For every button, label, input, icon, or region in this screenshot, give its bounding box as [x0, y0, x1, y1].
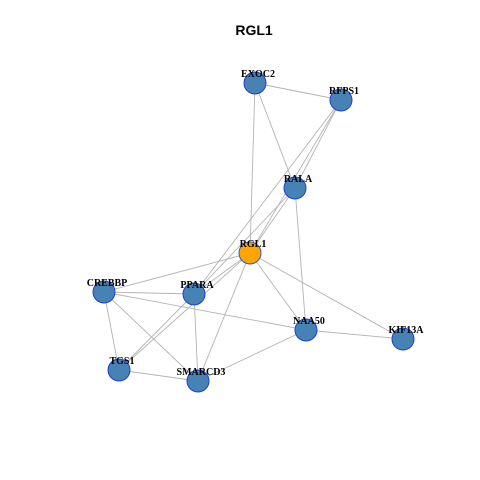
- edge-naa50-kif13a: [305, 329, 404, 340]
- edge-rfps1-rala: [294, 99, 342, 189]
- edge-rgl1-crebbp: [103, 252, 251, 293]
- node-rgl1: [238, 241, 262, 265]
- edge-crebbp-ppara: [103, 291, 195, 295]
- node-rfps1: [329, 88, 353, 112]
- edge-rala-rgl1: [249, 187, 296, 254]
- edge-crebbp-smarcd3: [103, 291, 199, 382]
- edge-crebbp-naa50: [103, 291, 307, 331]
- node-tgs1: [107, 358, 131, 382]
- node-label-ppara: PPARA: [180, 280, 214, 291]
- edge-rgl1-kif13a: [249, 252, 404, 340]
- edge-layer: [103, 82, 404, 382]
- edge-tgs1-smarcd3: [118, 369, 199, 382]
- edge-rfps1-ppara: [193, 99, 342, 295]
- node-label-smarcd3: SMARCD3: [177, 367, 226, 378]
- node-label-naa50: NAA50: [293, 316, 325, 327]
- edge-rala-ppara: [193, 187, 296, 295]
- node-smarcd3: [186, 369, 210, 393]
- node-label-rfps1: RFPS1: [329, 86, 359, 97]
- edge-exoc2-rfps1: [254, 82, 342, 101]
- edge-rala-naa50: [294, 187, 307, 331]
- edge-rgl1-naa50: [249, 252, 307, 331]
- edge-ppara-tgs1: [118, 293, 195, 371]
- node-kif13a: [391, 327, 415, 351]
- node-crebbp: [92, 280, 116, 304]
- node-label-kif13a: KIF13A: [389, 325, 425, 336]
- node-rala: [283, 176, 307, 200]
- node-label-tgs1: TGS1: [109, 356, 134, 367]
- node-label-exoc2: EXOC2: [241, 69, 275, 80]
- edge-crebbp-tgs1: [103, 291, 120, 371]
- node-exoc2: [243, 71, 267, 95]
- edge-rgl1-tgs1: [118, 252, 251, 371]
- edge-exoc2-rala: [254, 82, 296, 189]
- diagram-title: RGL1: [235, 22, 273, 38]
- edge-rfps1-rgl1: [249, 99, 342, 254]
- edge-exoc2-rgl1: [249, 82, 256, 254]
- node-layer: [92, 71, 415, 393]
- node-naa50: [294, 318, 318, 342]
- edge-naa50-smarcd3: [197, 329, 307, 382]
- node-label-rgl1: RGL1: [240, 239, 267, 250]
- edge-rgl1-smarcd3: [197, 252, 251, 382]
- edge-ppara-smarcd3: [193, 293, 199, 382]
- edge-rgl1-ppara: [193, 252, 251, 295]
- node-ppara: [182, 282, 206, 306]
- node-label-crebbp: CREBBP: [87, 278, 128, 289]
- node-label-rala: RALA: [284, 174, 313, 185]
